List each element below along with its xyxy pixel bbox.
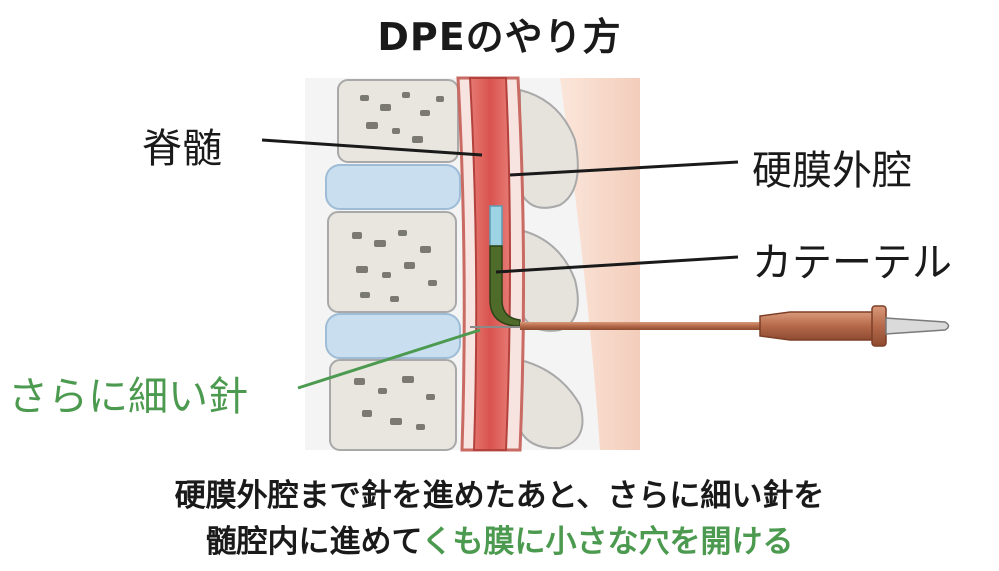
- page-title: DPEのやり方: [377, 15, 622, 59]
- bone-texture: [352, 92, 444, 430]
- leader-lines: [261, 138, 739, 274]
- label-finer-needle: さらに細い針: [8, 374, 248, 420]
- caption-line-2-black: 髄腔内に進めて: [205, 524, 422, 560]
- catheter: [489, 205, 521, 327]
- leader-epidural-space: [509, 160, 739, 177]
- intervertebral-discs: [325, 164, 461, 359]
- epidural-needle: [520, 305, 950, 347]
- label-epidural-space: 硬膜外腔: [752, 148, 912, 194]
- label-spinal-cord: 脊髄: [142, 126, 222, 172]
- vertebral-bodies: [327, 79, 459, 451]
- caption-line-2: 髄腔内に進めてくも膜に小さな穴を開ける: [0, 516, 999, 561]
- leader-catheter: [495, 255, 739, 274]
- caption-line-2-highlight: くも膜に小さな穴を開ける: [421, 524, 794, 560]
- label-catheter: カテーテル: [752, 240, 952, 286]
- leader-spinal-cord: [261, 138, 483, 157]
- leader-finer-needle: [297, 328, 481, 390]
- spinous-processes: [519, 88, 584, 450]
- caption-line-1: 硬膜外腔まで針を進めたあと、さらに細い針を: [174, 478, 825, 514]
